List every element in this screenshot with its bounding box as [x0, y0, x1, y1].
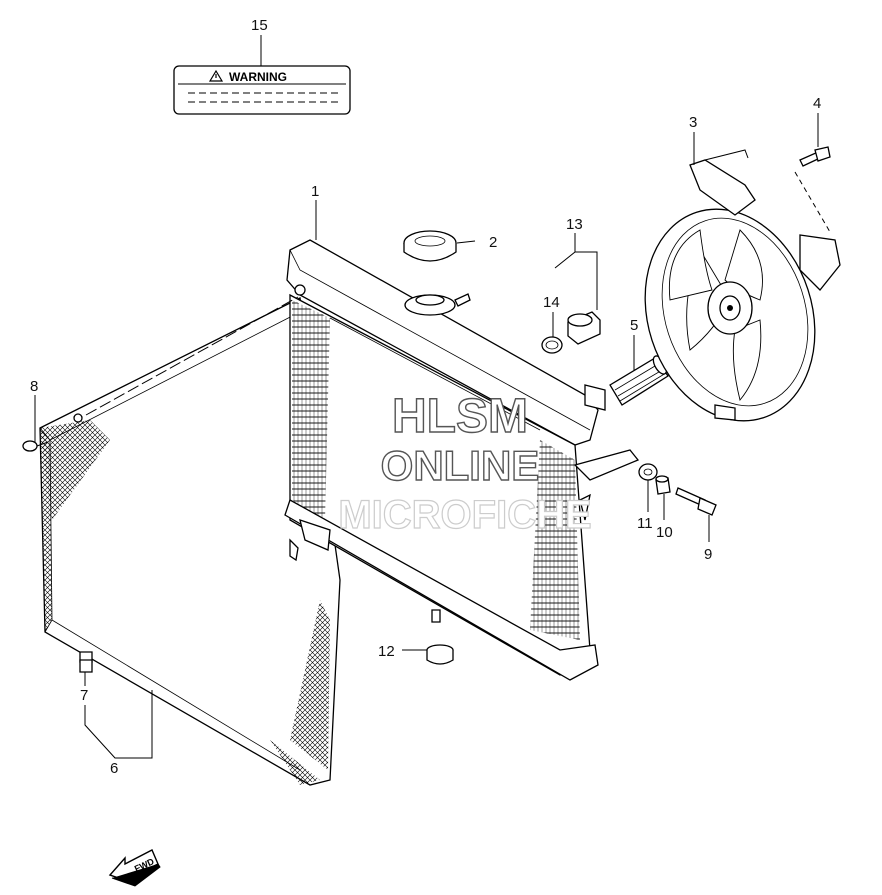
callout-2: 2 [489, 234, 497, 251]
warning-triangle-icon [208, 69, 224, 82]
watermark-line1: HLSM [392, 390, 528, 443]
leader-lines [34, 35, 831, 759]
callout-7: 7 [80, 687, 88, 704]
clip-7[interactable] [79, 659, 93, 673]
callout-4: 4 [813, 95, 821, 112]
bolt-9[interactable] [675, 487, 717, 516]
cooling-fan-assembly[interactable] [619, 149, 842, 443]
callout-15: 15 [251, 17, 268, 34]
watermark: HLSM ONLINE MICROFICHE [338, 389, 593, 537]
callout-13: 13 [566, 216, 583, 233]
callout-numbers: 15 1 2 3 4 5 13 14 8 7 6 12 11 10 9 [30, 17, 821, 777]
grommet-12[interactable] [426, 644, 454, 665]
callout-3: 3 [689, 114, 697, 131]
thermo-switch[interactable] [567, 311, 601, 345]
callout-6: 6 [110, 760, 118, 777]
callout-10: 10 [656, 524, 673, 541]
radiator-hose[interactable] [609, 354, 669, 406]
grommet-11[interactable] [638, 463, 658, 481]
warning-label[interactable]: WARNING [173, 65, 351, 115]
screw-8[interactable] [22, 440, 49, 452]
radiator-core[interactable] [284, 239, 640, 681]
callout-11: 11 [637, 515, 653, 532]
fwd-arrow-icon: FWD [108, 849, 161, 887]
callout-12: 12 [378, 643, 395, 660]
radiator-cap[interactable] [403, 230, 457, 262]
watermark-line2: ONLINE [381, 442, 540, 489]
callout-5: 5 [630, 317, 638, 334]
warning-label-text: WARNING [229, 70, 287, 84]
watermark-line3: MICROFICHE [338, 493, 591, 537]
callout-14: 14 [543, 294, 560, 311]
collar-10[interactable] [655, 475, 671, 495]
callout-8: 8 [30, 378, 38, 395]
callout-1: 1 [311, 183, 319, 200]
o-ring[interactable] [541, 336, 563, 354]
radiator-shroud[interactable] [39, 297, 341, 786]
bolt-4[interactable] [799, 146, 831, 167]
callout-9: 9 [704, 546, 712, 563]
